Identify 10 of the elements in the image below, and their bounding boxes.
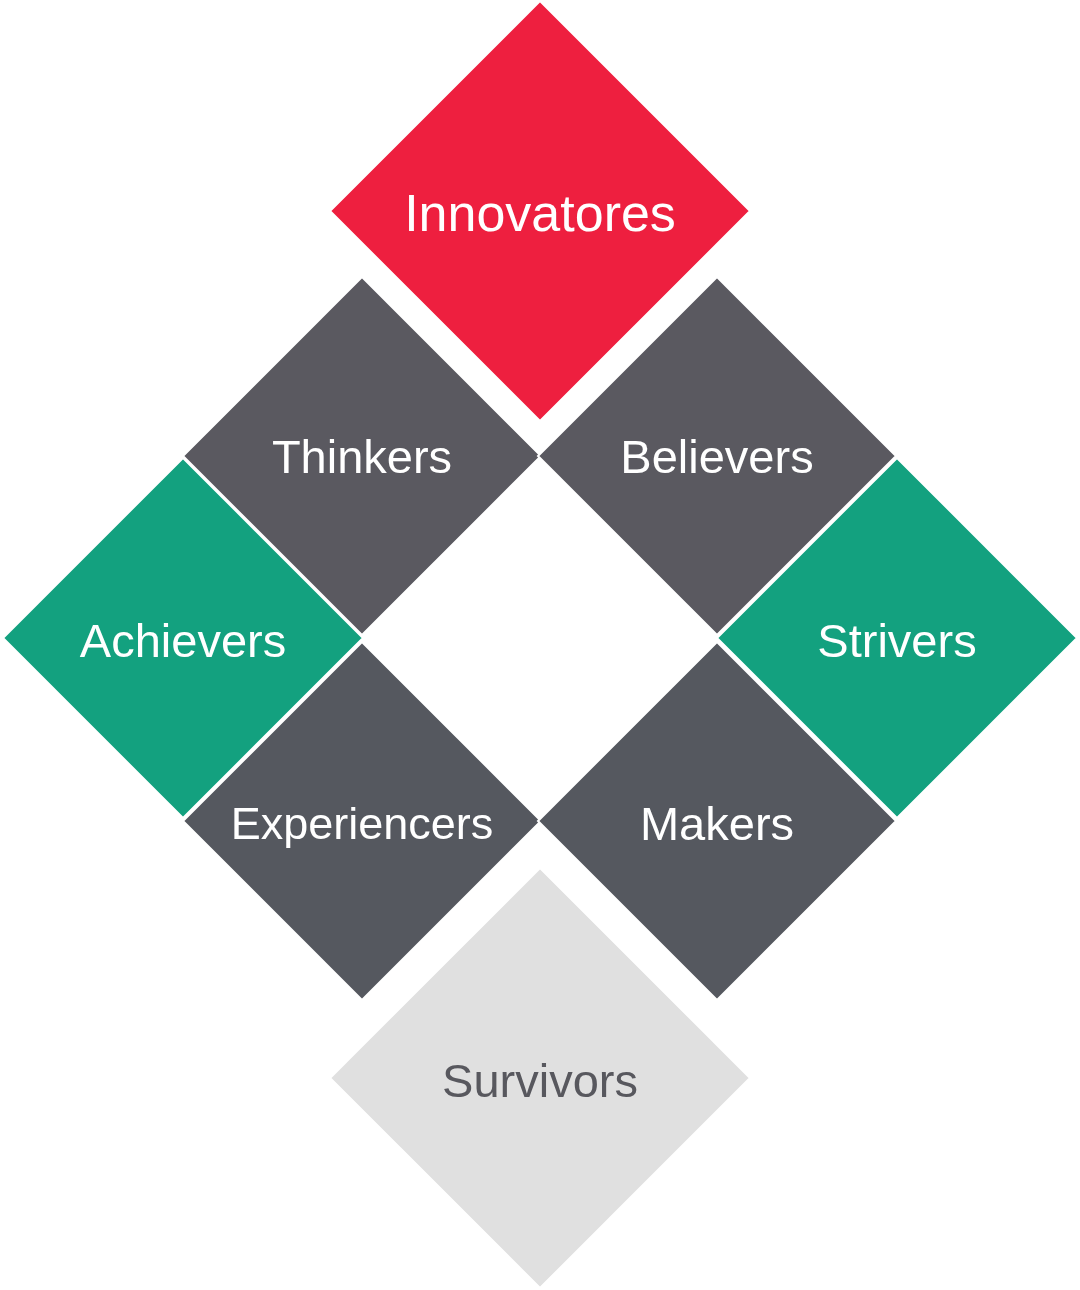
segment-label: Believers [620,432,814,480]
segment-label: Survivors [442,1056,638,1104]
diamond-tile [330,868,750,1288]
segment-label: Achievers [79,616,287,664]
segment-label: Makers [639,799,795,847]
diamond-tile [330,1,750,421]
segment-label: Innovatores [404,187,676,239]
segment-label: Strivers [817,616,977,664]
segment-label: Experiencers [230,800,494,846]
segment-label: Thinkers [271,432,453,480]
